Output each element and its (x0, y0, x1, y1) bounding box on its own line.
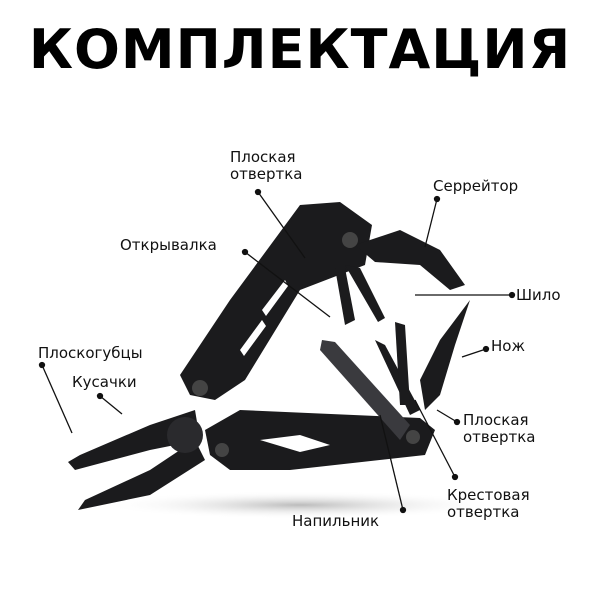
label-cutters: Кусачки (72, 373, 137, 391)
label-awl: Шило (516, 286, 561, 304)
opener-blade (335, 268, 355, 325)
label-serrator: Серрейтор (433, 177, 519, 195)
pliers-upper-jaw (68, 410, 200, 470)
page-title: КОМПЛЕКТАЦИЯ (28, 18, 572, 81)
flat-screwdriver (395, 322, 410, 405)
label-flat-screwdriver-right: Плоская отвертка (463, 412, 536, 446)
label-line: Плоская (463, 411, 529, 429)
label-opener: Открывалка (120, 236, 217, 254)
label-pliers: Плоскогубцы (38, 344, 143, 362)
label-flat-screwdriver-top: Плоская отвертка (230, 149, 303, 183)
pivot (167, 417, 203, 453)
multitool (68, 202, 470, 510)
label-line: Плоская (230, 148, 296, 166)
awl-blade (345, 265, 385, 322)
leader-lines (38, 188, 516, 514)
label-line: отвертка (463, 428, 536, 446)
pliers-lower-jaw (78, 440, 205, 510)
lower-handle (205, 410, 435, 470)
serrator-blade (355, 230, 465, 290)
file-blade (320, 340, 410, 440)
label-line: отвертка (447, 503, 520, 521)
label-line: отвертка (230, 165, 303, 183)
label-file: Напильник (292, 512, 380, 530)
label-knife: Нож (491, 337, 525, 355)
label-phillips-screwdriver: Крестовая отвертка (447, 487, 530, 521)
knife-blade (420, 300, 470, 410)
label-line: Крестовая (447, 486, 530, 504)
